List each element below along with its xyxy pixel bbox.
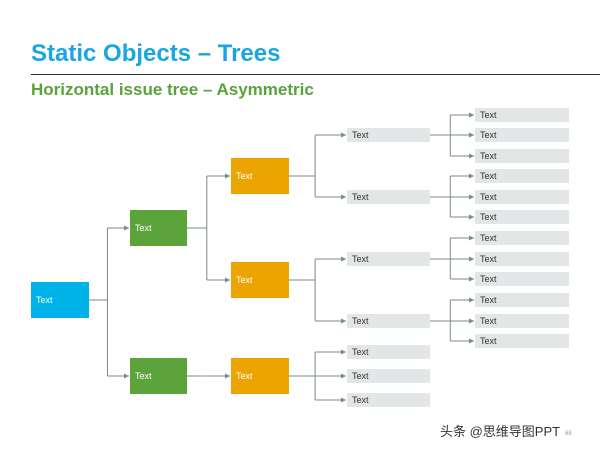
connector — [289, 256, 346, 324]
watermark: 头条 @思维导图PPT — [440, 424, 561, 439]
connector — [430, 297, 474, 344]
connector — [289, 132, 346, 200]
tree-node-level2[interactable]: Text — [231, 158, 289, 194]
tree-node-leaf[interactable]: Text — [475, 108, 569, 122]
page-subtitle: Horizontal issue tree – Asymmetric — [31, 80, 314, 99]
tree-node-leaf[interactable]: Text — [475, 314, 569, 328]
connector — [430, 112, 474, 159]
title-divider — [31, 74, 600, 75]
tree-node-level2[interactable]: Text — [231, 358, 289, 394]
tree-node-leaf[interactable]: Text — [475, 272, 569, 286]
connector — [89, 225, 129, 379]
tree-node-level3[interactable]: Text — [347, 345, 430, 359]
tree-node-root[interactable]: Text — [31, 282, 89, 318]
tree-node-leaf[interactable]: Text — [475, 190, 569, 204]
tree-node-leaf[interactable]: Text — [475, 231, 569, 245]
connector — [430, 235, 474, 282]
tree-node-level1[interactable]: Text — [130, 358, 187, 394]
tree-node-leaf[interactable]: Text — [475, 210, 569, 224]
tree-node-level3[interactable]: Text — [347, 314, 430, 328]
tree-node-leaf[interactable]: Text — [475, 169, 569, 183]
tree-node-level3[interactable]: Text — [347, 393, 430, 407]
tree-node-level3[interactable]: Text — [347, 369, 430, 383]
tree-node-level3[interactable]: Text — [347, 190, 430, 204]
tree-node-leaf[interactable]: Text — [475, 334, 569, 348]
page-title: Static Objects – Trees — [31, 40, 281, 67]
tree-node-level2[interactable]: Text — [231, 262, 289, 298]
tree-node-level1[interactable]: Text — [130, 210, 187, 246]
connector — [289, 349, 346, 403]
tree-node-leaf[interactable]: Text — [475, 293, 569, 307]
tree-node-level3[interactable]: Text — [347, 252, 430, 266]
tree-node-leaf[interactable]: Text — [475, 252, 569, 266]
page-number: 68 — [565, 431, 572, 437]
tree-node-leaf[interactable]: Text — [475, 128, 569, 142]
tree-node-leaf[interactable]: Text — [475, 149, 569, 163]
tree-node-level3[interactable]: Text — [347, 128, 430, 142]
connector — [187, 173, 230, 283]
connector — [430, 173, 474, 220]
